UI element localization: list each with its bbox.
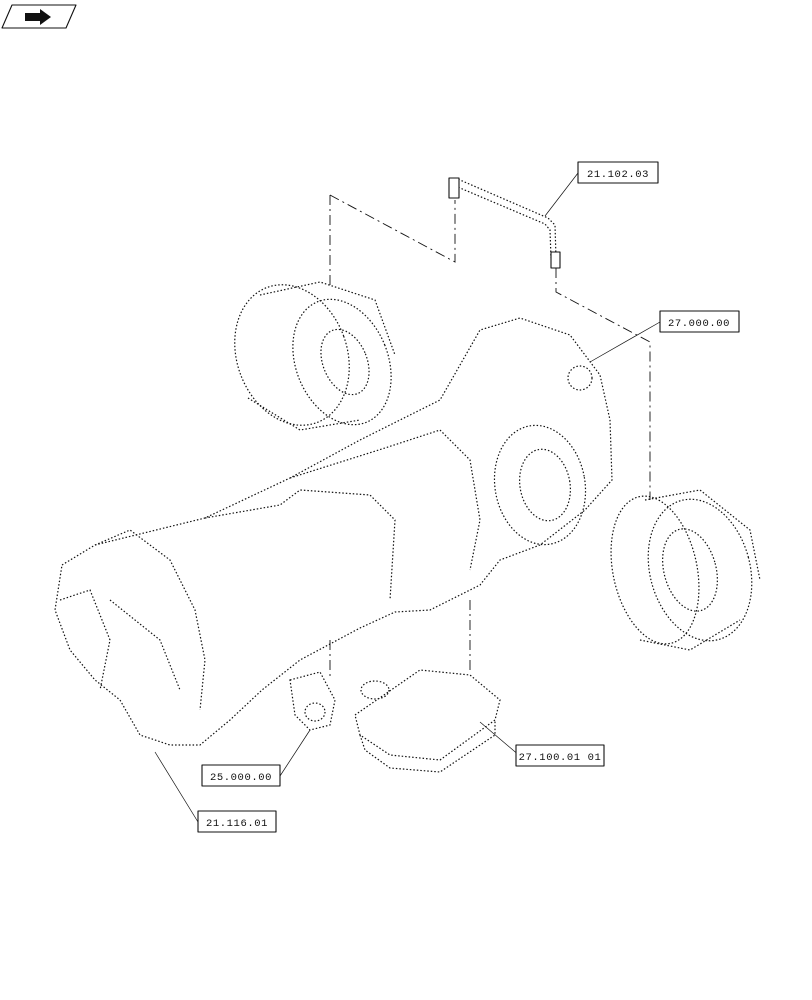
callout-label: 27.000.00 — [668, 318, 730, 330]
callout-21-102-03[interactable]: 21.102.03 — [577, 161, 659, 184]
left-final-drive-housing — [234, 281, 396, 431]
callout-25-000-00[interactable]: 25.000.00 — [201, 764, 281, 787]
callout-label: 21.102.03 — [587, 169, 649, 181]
transmission-and-axle-housing — [54, 317, 613, 746]
callout-21-116-01[interactable]: 21.116.01 — [197, 810, 277, 833]
pto-bracket — [289, 671, 336, 731]
callout-27-000-00[interactable]: 27.000.00 — [659, 310, 740, 333]
callout-label: 25.000.00 — [210, 772, 272, 784]
oil-sump — [354, 669, 501, 773]
callout-27-100-01-01[interactable]: 27.100.01 01 — [515, 744, 605, 767]
next-page-arrow-icon[interactable] — [1, 4, 77, 29]
leader-lines — [154, 172, 661, 823]
pipe-assembly — [448, 177, 561, 269]
callout-label: 21.116.01 — [206, 818, 268, 830]
callout-label: 27.100.01 01 — [519, 752, 602, 764]
assembly-centerlines — [329, 194, 651, 680]
right-final-drive-housing — [610, 489, 761, 651]
